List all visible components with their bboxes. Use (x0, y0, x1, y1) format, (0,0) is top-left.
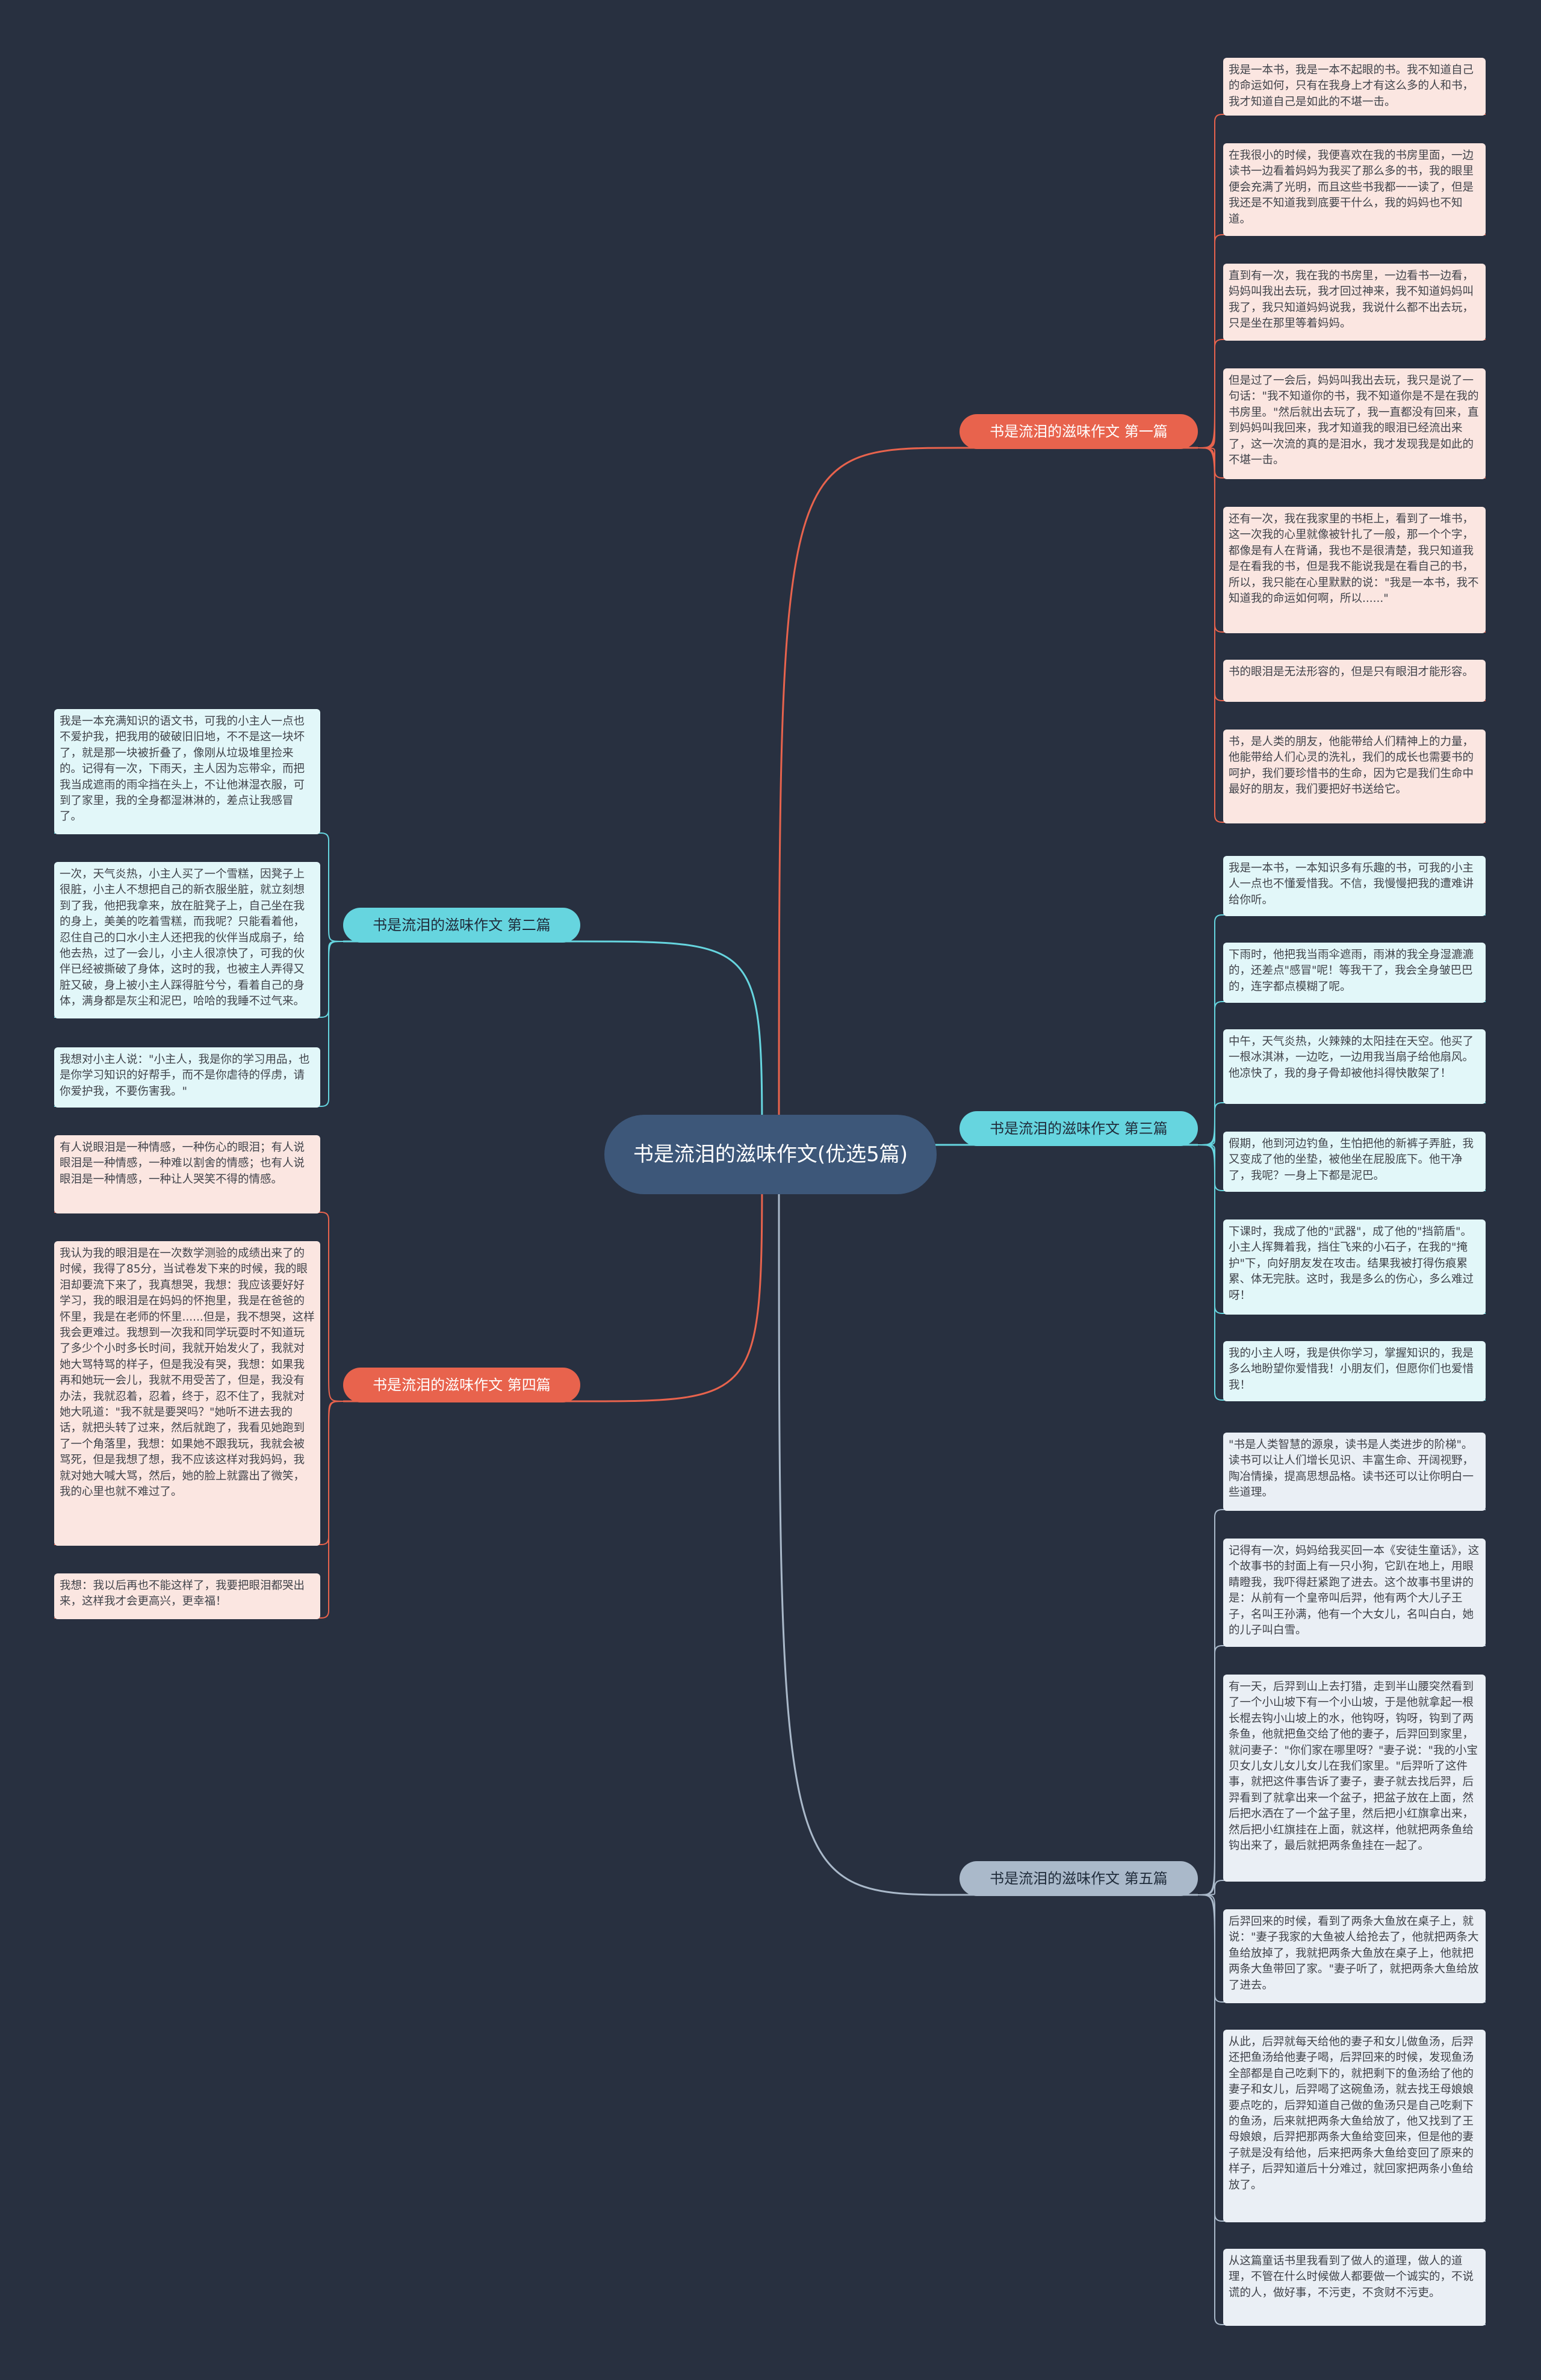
leaf-connector-4-3 (320, 1401, 344, 1619)
leaf-5-6: 从这篇童话书里我看到了做人的道理，做人的道理，不管在什么时候做人都要做一个诚实的… (1223, 2249, 1486, 2326)
leaf-1-3: 直到有一次，我在我的书房里，一边看书一边看，妈妈叫我出去玩，我才回过神来，我不知… (1223, 264, 1486, 341)
branch-1[interactable]: 书是流泪的滋味作文 第一篇 (960, 414, 1198, 449)
branch-connector-1 (778, 447, 960, 1155)
leaf-connector-5-5 (1197, 1894, 1223, 2222)
leaf-connector-1-5 (1197, 447, 1223, 633)
leaf-connector-1-6 (1197, 447, 1223, 701)
leaf-connector-1-4 (1197, 447, 1223, 479)
leaf-connector-3-3 (1197, 1102, 1223, 1145)
leaf-3-5: 下课时，我成了他的"武器"，成了他的"挡箭盾"。小主人挥舞着我，挡住飞来的小石子… (1223, 1219, 1486, 1315)
leaf-connector-1-3 (1197, 339, 1223, 448)
leaf-2-3: 我想对小主人说："小主人，我是你的学习用品，也是你学习知识的好帮手，而不是你虐待… (54, 1047, 320, 1108)
leaf-connector-5-4 (1197, 1894, 1223, 2003)
leaf-3-1: 我是一本书，一本知识多有乐趣的书，可我的小主人一点也不懂爱惜我。不信，我慢慢把我… (1223, 856, 1486, 916)
leaf-1-6: 书的眼泪是无法形容的，但是只有眼泪才能形容。 (1223, 660, 1486, 702)
leaf-connector-1-1 (1197, 114, 1223, 448)
leaf-5-5: 从此，后羿就每天给他的妻子和女儿做鱼汤，后羿还把鱼汤给他妻子喝，后羿回来的时候，… (1223, 2030, 1486, 2222)
leaf-5-4: 后羿回来的时候，看到了两条大鱼放在桌子上，就说："妻子我家的大鱼被人给抢去了，他… (1223, 1909, 1486, 2003)
leaf-connector-1-2 (1197, 234, 1223, 448)
branch-connector-4 (580, 1154, 763, 1402)
leaf-connector-2-2 (320, 941, 344, 1018)
leaf-3-3: 中午，天气炎热，火辣辣的太阳挂在天空。他买了一根冰淇淋，一边吃，一边用我当扇子给… (1223, 1029, 1486, 1104)
branch-connector-2 (580, 940, 763, 1155)
leaf-3-6: 我的小主人呀，我是供你学习，掌握知识的，我是多么地盼望你爱惜我！小朋友们，但愿你… (1223, 1341, 1486, 1401)
leaf-4-2: 我认为我的眼泪是在一次数学测验的成绩出来了的时候，我得了85分，当试卷发下来的时… (54, 1241, 320, 1546)
leaf-4-1: 有人说眼泪是一种情感，一种伤心的眼泪；有人说眼泪是一种情感，一种难以割舍的情感；… (54, 1135, 320, 1213)
branch-5[interactable]: 书是流泪的滋味作文 第五篇 (960, 1861, 1198, 1896)
leaf-1-5: 还有一次，我在我家里的书柜上，看到了一堆书，这一次我的心里就像被针扎了一般，那一… (1223, 507, 1486, 633)
leaf-3-2: 下雨时，他把我当雨伞遮雨，雨淋的我全身湿漉漉的，还差点"感冒"呢！等我干了，我会… (1223, 943, 1486, 1003)
branch-2[interactable]: 书是流泪的滋味作文 第二篇 (343, 908, 580, 943)
leaf-connector-5-1 (1197, 1509, 1223, 1895)
leaf-connector-3-4 (1197, 1144, 1223, 1191)
leaf-1-2: 在我很小的时候，我便喜欢在我的书房里面，一边读书一边看着妈妈为我买了那么多的书，… (1223, 143, 1486, 236)
leaf-2-2: 一次，天气炎热，小主人买了一个雪糕，因凳子上很脏，小主人不想把自己的新衣服坐脏，… (54, 862, 320, 1018)
root-topic[interactable]: 书是流泪的滋味作文(优选5篇) (604, 1115, 937, 1194)
leaf-3-4: 假期，他到河边钓鱼，生怕把他的新裤子弄脏，我又变成了他的坐垫，被他坐在屁股底下。… (1223, 1132, 1486, 1192)
leaf-5-3: 有一天，后羿到山上去打猎，走到半山腰突然看到了一个小山坡下有一个小山坡，于是他就… (1223, 1675, 1486, 1882)
leaf-connector-2-3 (320, 941, 344, 1107)
leaf-connector-5-2 (1197, 1645, 1223, 1895)
branch-connector-5 (778, 1154, 960, 1896)
leaf-connector-5-3 (1197, 1880, 1223, 1895)
leaf-1-1: 我是一本书，我是一本不起眼的书。我不知道自己的命运如何，只有在我身上才有这么多的… (1223, 58, 1486, 116)
leaf-connector-4-1 (320, 1212, 344, 1402)
leaf-connector-3-6 (1197, 1144, 1223, 1401)
leaf-5-2: 记得有一次，妈妈给我买回一本《安徒生童话》，这个故事书的封面上有一只小狗，它趴在… (1223, 1539, 1486, 1647)
leaf-2-1: 我是一本充满知识的语文书，可我的小主人一点也不爱护我，把我用的破破旧旧地，不不是… (54, 709, 320, 834)
leaf-connector-5-6 (1197, 1894, 1223, 2325)
leaf-connector-3-5 (1197, 1144, 1223, 1314)
leaf-4-3: 我想：我以后再也不能这样了，我要把眼泪都哭出来，这样我才会更高兴，更幸福！ (54, 1573, 320, 1619)
branch-4[interactable]: 书是流泪的滋味作文 第四篇 (343, 1368, 580, 1402)
leaf-1-4: 但是过了一会后，妈妈叫我出去玩，我只是说了一句话："我不知道你的书，我不知道你是… (1223, 368, 1486, 479)
leaf-connector-3-1 (1197, 914, 1223, 1145)
leaf-connector-3-2 (1197, 1001, 1223, 1145)
leaf-5-1: "书是人类智慧的源泉，读书是人类进步的阶梯"。读书可以让人们增长见识、丰富生命、… (1223, 1433, 1486, 1511)
leaf-connector-4-2 (320, 1401, 344, 1545)
leaf-1-7: 书，是人类的朋友，他能带给人们精神上的力量，他能带给人们心灵的洗礼，我们的成长也… (1223, 730, 1486, 823)
branch-3[interactable]: 书是流泪的滋味作文 第三篇 (960, 1111, 1198, 1146)
leaf-connector-2-1 (320, 832, 344, 942)
leaf-connector-1-7 (1197, 447, 1223, 823)
